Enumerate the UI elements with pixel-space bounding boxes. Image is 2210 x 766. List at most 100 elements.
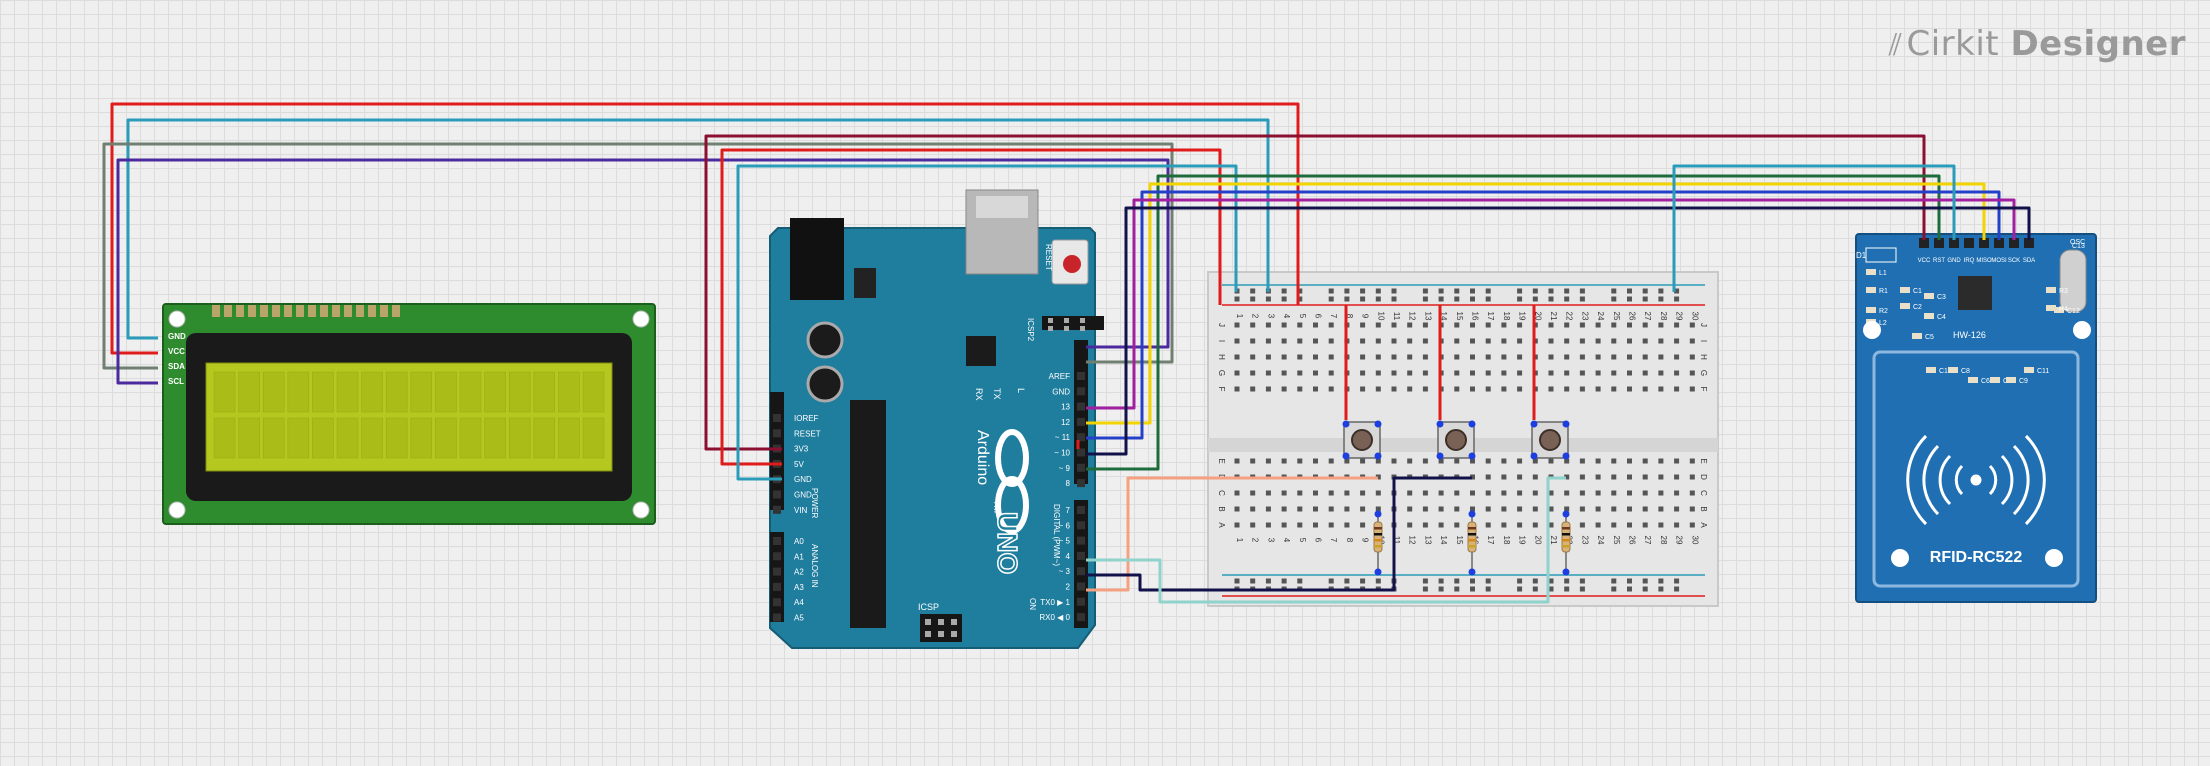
column-label: 3	[1266, 538, 1275, 543]
breadboard-hole	[1627, 338, 1632, 344]
lcd-cell	[435, 417, 457, 459]
lcd-cell	[582, 417, 605, 459]
component-label: C13	[2072, 243, 2085, 250]
breadboard-hole	[1564, 506, 1570, 512]
arduino-infinity-icon	[995, 429, 1029, 487]
breadboard-hole	[1658, 370, 1664, 376]
breadboard-hole	[1501, 474, 1507, 480]
rail-hole	[1658, 288, 1664, 294]
rail-hole	[1454, 578, 1460, 584]
breadboard-hole	[1642, 386, 1648, 392]
breadboard-hole	[1360, 370, 1366, 376]
capacitor	[806, 321, 844, 359]
rail-hole	[1470, 578, 1475, 584]
breadboard-hole	[1344, 506, 1350, 512]
breadboard-hole	[1642, 354, 1648, 360]
breadboard-hole	[1485, 322, 1491, 328]
lcd-module[interactable]: GND VCC SDA SCL	[162, 303, 656, 525]
header-pin	[1077, 463, 1085, 472]
breadboard-hole	[1470, 322, 1475, 328]
arduino-brand: Arduino	[974, 430, 991, 485]
rfid-pin-label: MISO	[1976, 258, 1992, 264]
smd-component	[1866, 307, 1876, 313]
lcd-header-pin	[344, 305, 352, 317]
rail-hole	[1422, 586, 1428, 592]
breadboard-hole	[1297, 322, 1303, 328]
rail-hole	[1517, 578, 1523, 584]
on-label: ON	[1028, 598, 1037, 610]
rail-hole	[1234, 296, 1240, 302]
breadboard-hole	[1642, 522, 1648, 528]
breadboard-hole	[1658, 458, 1664, 464]
breadboard-hole	[1674, 322, 1680, 328]
lcd-cell	[385, 371, 408, 413]
pin-label: IOREF	[794, 414, 819, 423]
breadboard-hole	[1674, 354, 1680, 360]
breadboard-hole	[1281, 458, 1287, 464]
column-label: 28	[1659, 536, 1668, 545]
rail-hole	[1532, 578, 1538, 584]
breadboard-hole	[1297, 354, 1303, 360]
resistor-band	[1374, 545, 1382, 548]
breadboard-hole	[1579, 458, 1585, 464]
breadboard-hole	[1407, 322, 1413, 328]
breadboard-hole	[1454, 490, 1460, 496]
breadboard-hole	[1375, 506, 1381, 512]
logo-brand: Cirkit	[1906, 24, 2000, 64]
arduino-uno-board[interactable]: RESET ICSP2 ICSP ON RX TX L Arduino TM U…	[769, 189, 1104, 649]
column-label: 12	[1408, 536, 1417, 545]
oscillator	[2059, 249, 2087, 313]
header-pin	[1077, 536, 1085, 545]
breadboard-hole	[1234, 370, 1240, 376]
reset-button-cap[interactable]	[1063, 255, 1081, 273]
pin-label: ~ 10	[1054, 449, 1070, 458]
breadboard-hole	[1375, 338, 1381, 344]
lcd-header-pin	[356, 305, 364, 317]
push-button-cap	[1539, 429, 1561, 451]
component-label: R4	[2059, 306, 2068, 313]
breadboard-hole	[1532, 506, 1538, 512]
component-label: L2	[1879, 320, 1887, 327]
rail-hole	[1265, 578, 1271, 584]
lcd-header-pins	[212, 305, 400, 317]
breadboard-hole	[1470, 474, 1475, 480]
lcd-cell	[385, 417, 408, 459]
breadboard-hole	[1548, 490, 1554, 496]
lcd-cell	[558, 417, 580, 459]
rfid-rc522-module[interactable]: D1 HW-126 C13OSCC10C8C6C7C9C11C12R1R2C1C…	[1855, 233, 2097, 603]
breadboard-hole	[1548, 322, 1554, 328]
capacitor	[806, 365, 844, 403]
breadboard-hole	[1360, 490, 1366, 496]
breadboard-hole	[1422, 522, 1428, 528]
rail-hole	[1344, 296, 1350, 302]
header-pin	[1077, 567, 1085, 576]
component-label: C8	[1961, 368, 1970, 375]
breadboard-hole	[1328, 506, 1334, 512]
rfid-pin-label: SDA	[2023, 258, 2035, 264]
breadboard-hole	[1250, 354, 1256, 360]
rail-hole	[1627, 586, 1632, 592]
breadboard-hole	[1454, 322, 1460, 328]
rail-hole	[1564, 586, 1570, 592]
rail-hole	[1470, 288, 1475, 294]
breadboard-hole	[1501, 322, 1507, 328]
rfid-mount-hole	[1891, 549, 1909, 567]
breadboard-hole	[1360, 458, 1366, 464]
breadboard-hole	[1532, 474, 1538, 480]
push-button-leg	[1562, 420, 1570, 428]
breadboard-hole	[1250, 322, 1256, 328]
breadboard-hole	[1642, 506, 1648, 512]
resistor-leg	[1562, 510, 1570, 518]
breadboard-hole	[1517, 506, 1523, 512]
rail-hole	[1517, 296, 1523, 302]
rfid-pin-label: MOSI	[1991, 258, 2007, 264]
pin-label: 2	[1066, 583, 1071, 592]
breadboard-hole	[1265, 354, 1271, 360]
push-button-cap	[1445, 429, 1467, 451]
column-label: 7	[1329, 314, 1338, 319]
breadboard-hole	[1579, 370, 1585, 376]
column-label: 19	[1518, 536, 1527, 545]
header-pin	[773, 490, 781, 499]
breadboard-hole	[1658, 354, 1664, 360]
